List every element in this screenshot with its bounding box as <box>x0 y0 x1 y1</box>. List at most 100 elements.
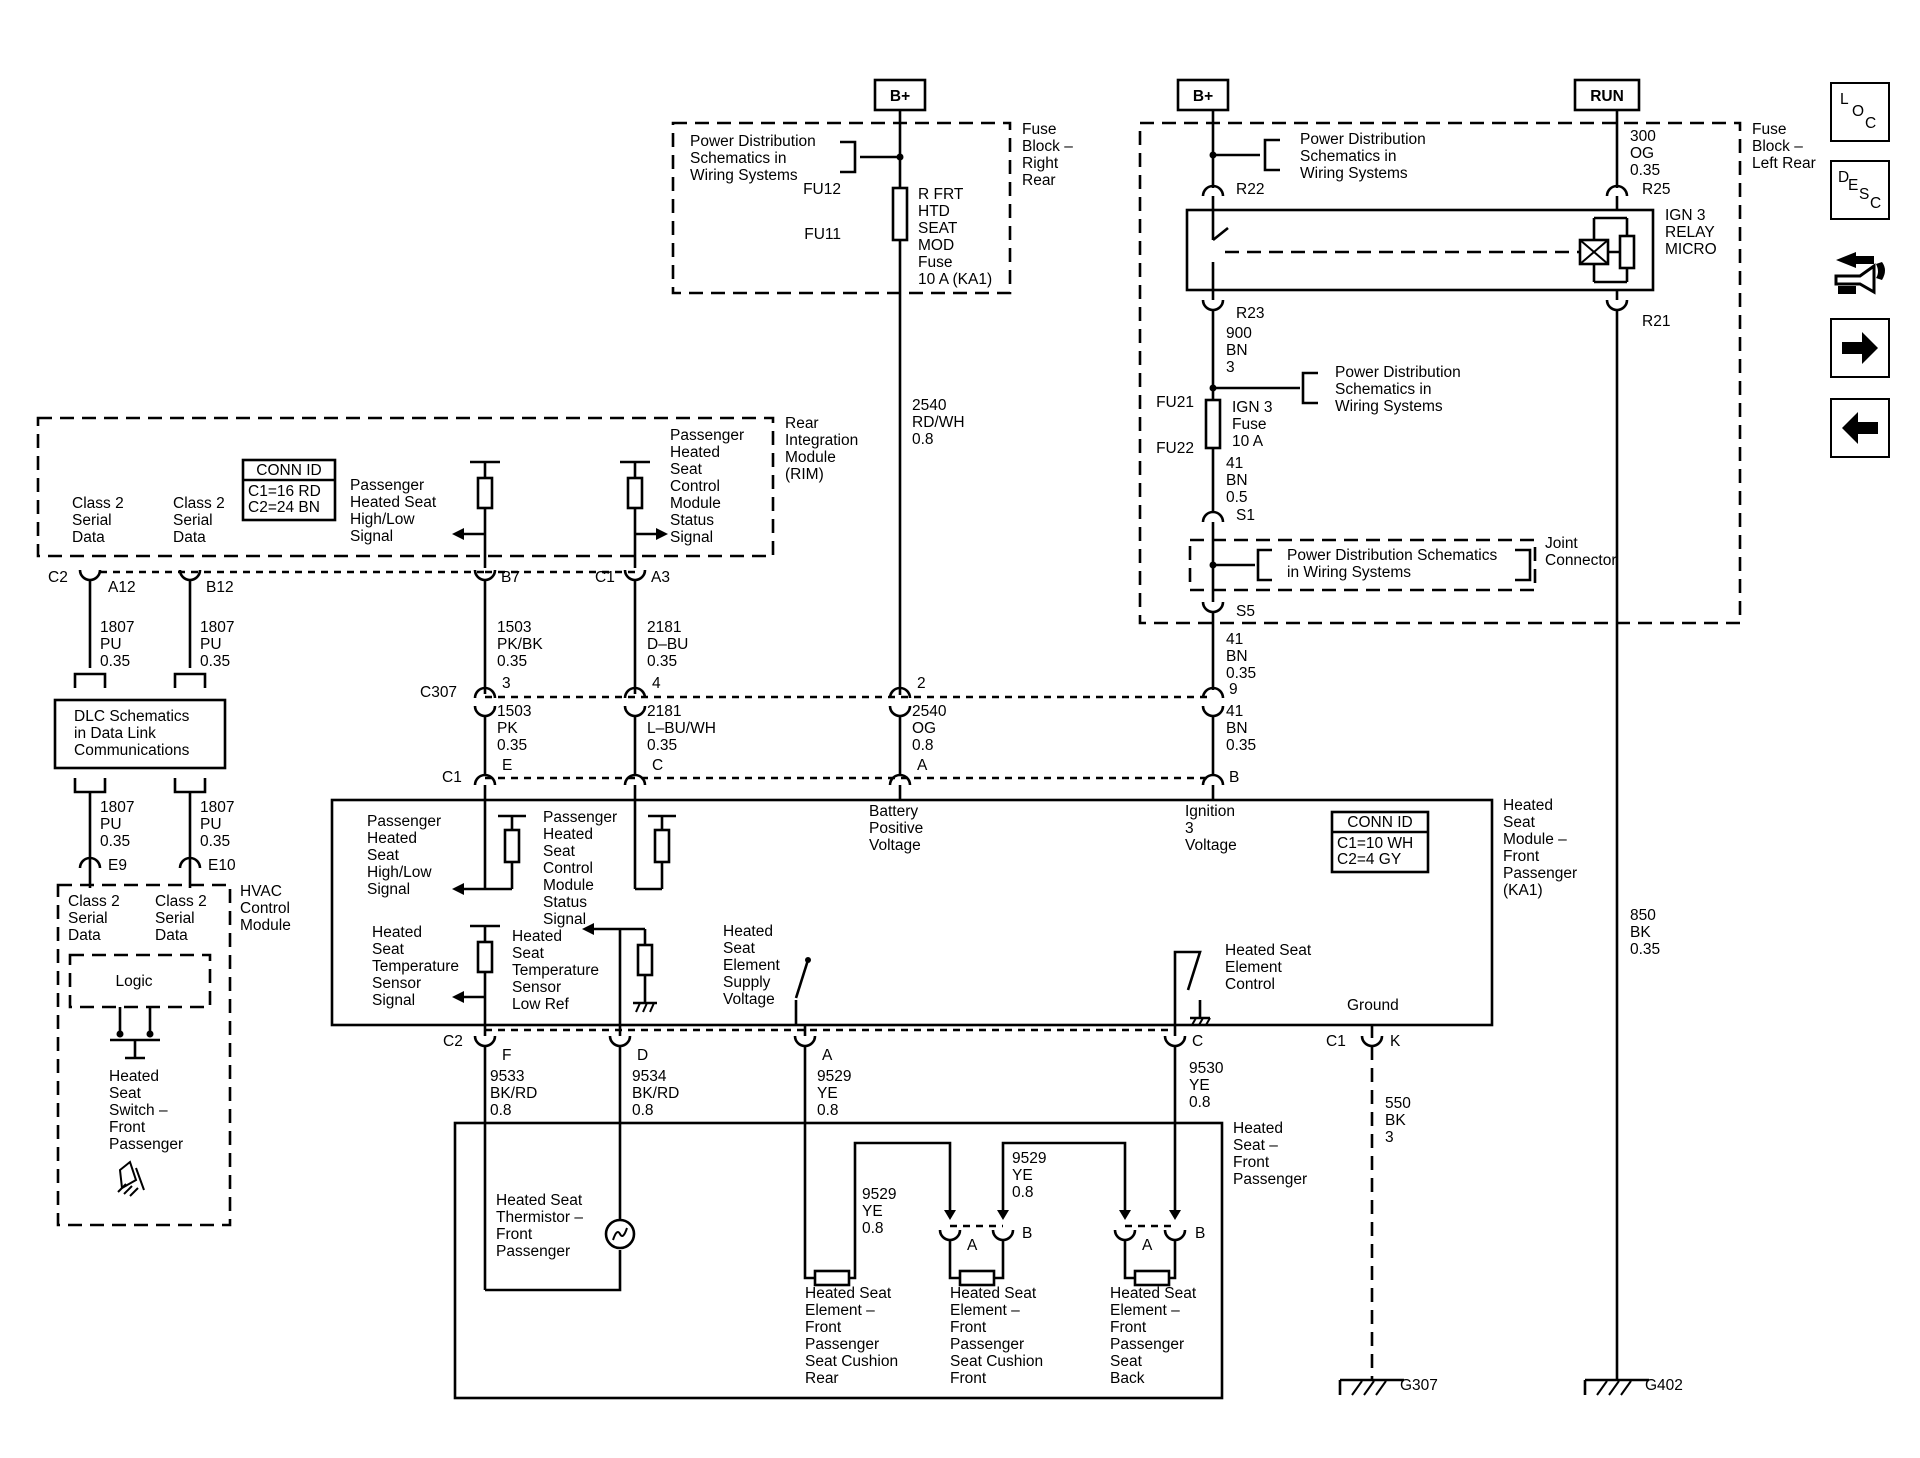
ground-g402: G402 <box>1583 1377 1683 1396</box>
w41c-2: BN <box>1226 720 1248 737</box>
bplus-left-label: B+ <box>890 88 910 105</box>
w1807d-3: 0.35 <box>200 833 230 850</box>
w1807c-1: 1807 <box>100 799 134 816</box>
thermistor-2: Thermistor – <box>496 1209 583 1226</box>
joint-connector: S1 Power Distribution Schematics in Wiri… <box>1188 507 1617 690</box>
loc-c: C <box>1865 115 1876 132</box>
mid-harness: 1503 PK/BK 0.35 2181 D–BU 0.35 C307 3 4 … <box>420 580 1256 800</box>
hsm-label-5: Passenger <box>1503 865 1577 882</box>
r22-label: R22 <box>1236 181 1264 198</box>
connector-wrench-icon <box>1834 252 1885 295</box>
hsm-label-2: Seat <box>1503 814 1536 831</box>
hsm-temp-1: Heated <box>372 924 422 941</box>
w1807c-2: PU <box>100 816 122 833</box>
rim-conn-title: CONN ID <box>256 462 321 479</box>
thermistor-4: Passenger <box>496 1243 570 1260</box>
s1-label: S1 <box>1236 507 1255 524</box>
hsm-hilo-2: Heated <box>367 830 417 847</box>
fuseign-2: Fuse <box>1232 416 1266 433</box>
rim-c2-label: C2 <box>48 569 68 586</box>
hsm-label-4: Front <box>1503 848 1540 865</box>
w2181a-3: 0.35 <box>647 653 677 670</box>
w2181a-2: D–BU <box>647 636 688 653</box>
elfront-3: Front <box>950 1319 987 1336</box>
fu21-label: FU21 <box>1156 394 1194 411</box>
rim-st-7: Signal <box>670 529 713 546</box>
w1807a-1: 1807 <box>100 619 134 636</box>
hvac-label-1: HVAC <box>240 883 282 900</box>
location-button[interactable]: L O C <box>1830 82 1890 142</box>
hsm-temp-5: Signal <box>372 992 415 1009</box>
elfront-6: Front <box>950 1370 987 1387</box>
w1503b-1: 1503 <box>497 703 531 720</box>
hvac-logic-label: Logic <box>115 973 152 990</box>
rim-st-2: Heated <box>670 444 720 461</box>
g307-label: G307 <box>1400 1377 1438 1394</box>
hvac-c2b-2: Serial <box>155 910 195 927</box>
elfront-1: Heated Seat <box>950 1285 1037 1302</box>
elrear-3: Front <box>805 1319 842 1336</box>
next-button[interactable] <box>1830 318 1890 378</box>
w300-2: OG <box>1630 145 1654 162</box>
hsm-hilo-4: High/Low <box>367 864 432 881</box>
elrear-4: Passenger <box>805 1336 879 1353</box>
ground-g307: G307 <box>1338 1377 1438 1396</box>
loc-o: O <box>1852 103 1864 120</box>
rim-label-2: Integration <box>785 432 858 449</box>
hsm-pc: C <box>652 757 663 774</box>
fuse-label-3: SEAT <box>918 220 958 237</box>
connector-r23 <box>1201 299 1225 312</box>
w2540b-3: 0.8 <box>912 737 934 754</box>
hsm-label-1: Heated <box>1503 797 1553 814</box>
w9533-3: 0.8 <box>490 1102 512 1119</box>
w2540a-2: RD/WH <box>912 414 965 431</box>
rim-conn-2: C2=24 BN <box>248 499 320 516</box>
class2-data-link: 1807 PU 0.35 1807 PU 0.35 DLC Schematics… <box>53 580 236 888</box>
c307-pin3 <box>473 686 497 699</box>
w850-1: 850 <box>1630 907 1656 924</box>
hsm-c1-label: C1 <box>442 769 462 786</box>
jpds-2: in Wiring Systems <box>1287 564 1411 581</box>
w2181a-1: 2181 <box>647 619 681 636</box>
hsm-supply-3: Element <box>723 957 781 974</box>
hsm-temp-2: Seat <box>372 941 405 958</box>
fuse-block-right-rear: Power Distribution Schematics in Wiring … <box>671 110 1073 695</box>
w9529b-2: YE <box>862 1203 883 1220</box>
c307-p3: 3 <box>502 675 511 692</box>
fblr-label-3: Left Rear <box>1752 155 1816 172</box>
element-seat-cushion-rear <box>813 1269 851 1287</box>
thermistor-3: Front <box>496 1226 533 1243</box>
hsm-pa2: A <box>822 1047 833 1064</box>
w900-1: 900 <box>1226 325 1252 342</box>
hsm-supply-1: Heated <box>723 923 773 940</box>
pds2-3: Wiring Systems <box>1335 398 1443 415</box>
hvac-c2a-2: Serial <box>68 910 108 927</box>
w9529c-1: 9529 <box>1012 1150 1046 1167</box>
w1503a-3: 0.35 <box>497 653 527 670</box>
w550-1: 550 <box>1385 1095 1411 1112</box>
fuse-label-5: Fuse <box>918 254 952 271</box>
w1807b-3: 0.35 <box>200 653 230 670</box>
wire-2540-rdwh: 2540 RD/WH 0.8 <box>912 397 965 448</box>
w2181b-1: 2181 <box>647 703 681 720</box>
previous-button[interactable] <box>1830 398 1890 458</box>
description-button[interactable]: D E S C <box>1830 160 1890 220</box>
rim-c2a-2: Serial <box>72 512 112 529</box>
hsm-temp-3: Temperature <box>372 958 459 975</box>
bplus-left-source: B+ <box>873 78 927 112</box>
rim-c1-label: C1 <box>595 569 615 586</box>
elback-1: Heated Seat <box>1110 1285 1197 1302</box>
rim-c2b-2: Serial <box>173 512 213 529</box>
joint-label-2: Connector <box>1545 552 1617 569</box>
connector-r25 <box>1605 184 1629 197</box>
hvac-sw-4: Front <box>109 1119 146 1136</box>
w2181b-3: 0.35 <box>647 737 677 754</box>
pds-label-2: Schematics in <box>690 150 786 167</box>
hsm-pa: A <box>917 757 928 774</box>
w1807c-3: 0.35 <box>100 833 130 850</box>
fblr-label-1: Fuse <box>1752 121 1786 138</box>
connector-r22 <box>1201 184 1225 197</box>
heated-seat-front-passenger: Heated Seat – Front Passenger Heated Sea… <box>453 1120 1307 1400</box>
connector-tool-button[interactable] <box>1830 242 1890 302</box>
b7-label: B7 <box>501 569 520 586</box>
